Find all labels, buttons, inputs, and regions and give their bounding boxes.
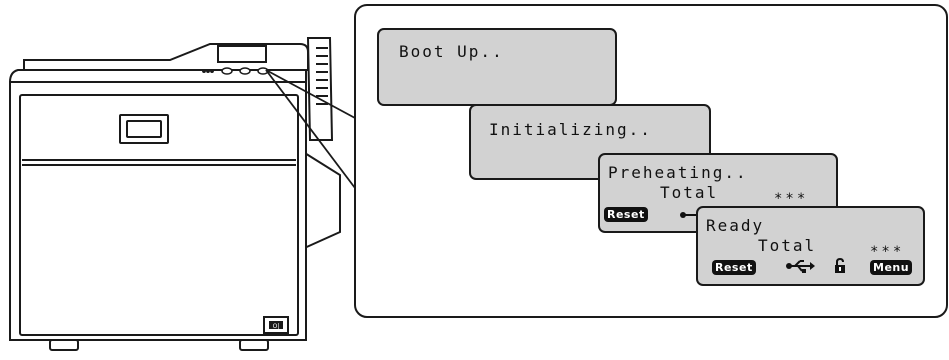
reset-label: Reset bbox=[604, 207, 648, 222]
lcd-line-2: Total bbox=[758, 236, 817, 255]
lcd-line-1: Initializing.. bbox=[489, 120, 652, 139]
power-switch bbox=[269, 321, 283, 329]
lcd-line-2: Total bbox=[660, 183, 719, 202]
callout-lines bbox=[265, 69, 356, 189]
menu-label: Menu bbox=[870, 260, 913, 275]
lcd-screen-ready: Ready Total *** Reset Menu bbox=[696, 206, 925, 286]
lcd-screen-boot: Boot Up.. bbox=[377, 28, 617, 106]
lcd-line-1: Ready bbox=[706, 216, 765, 235]
lcd-line-1: Preheating.. bbox=[608, 163, 748, 182]
status-stars: *** bbox=[774, 191, 809, 207]
usb-icon bbox=[786, 260, 815, 273]
printer-body bbox=[9, 81, 307, 341]
power-switch-label: O| bbox=[273, 323, 280, 330]
unlock-icon bbox=[835, 258, 845, 273]
side-tray bbox=[299, 37, 341, 252]
printer-display bbox=[217, 45, 267, 63]
status-stars: *** bbox=[870, 244, 905, 260]
lcd-line-1: Boot Up.. bbox=[399, 42, 504, 61]
printer-feet bbox=[49, 339, 269, 351]
reset-label: Reset bbox=[712, 260, 756, 275]
